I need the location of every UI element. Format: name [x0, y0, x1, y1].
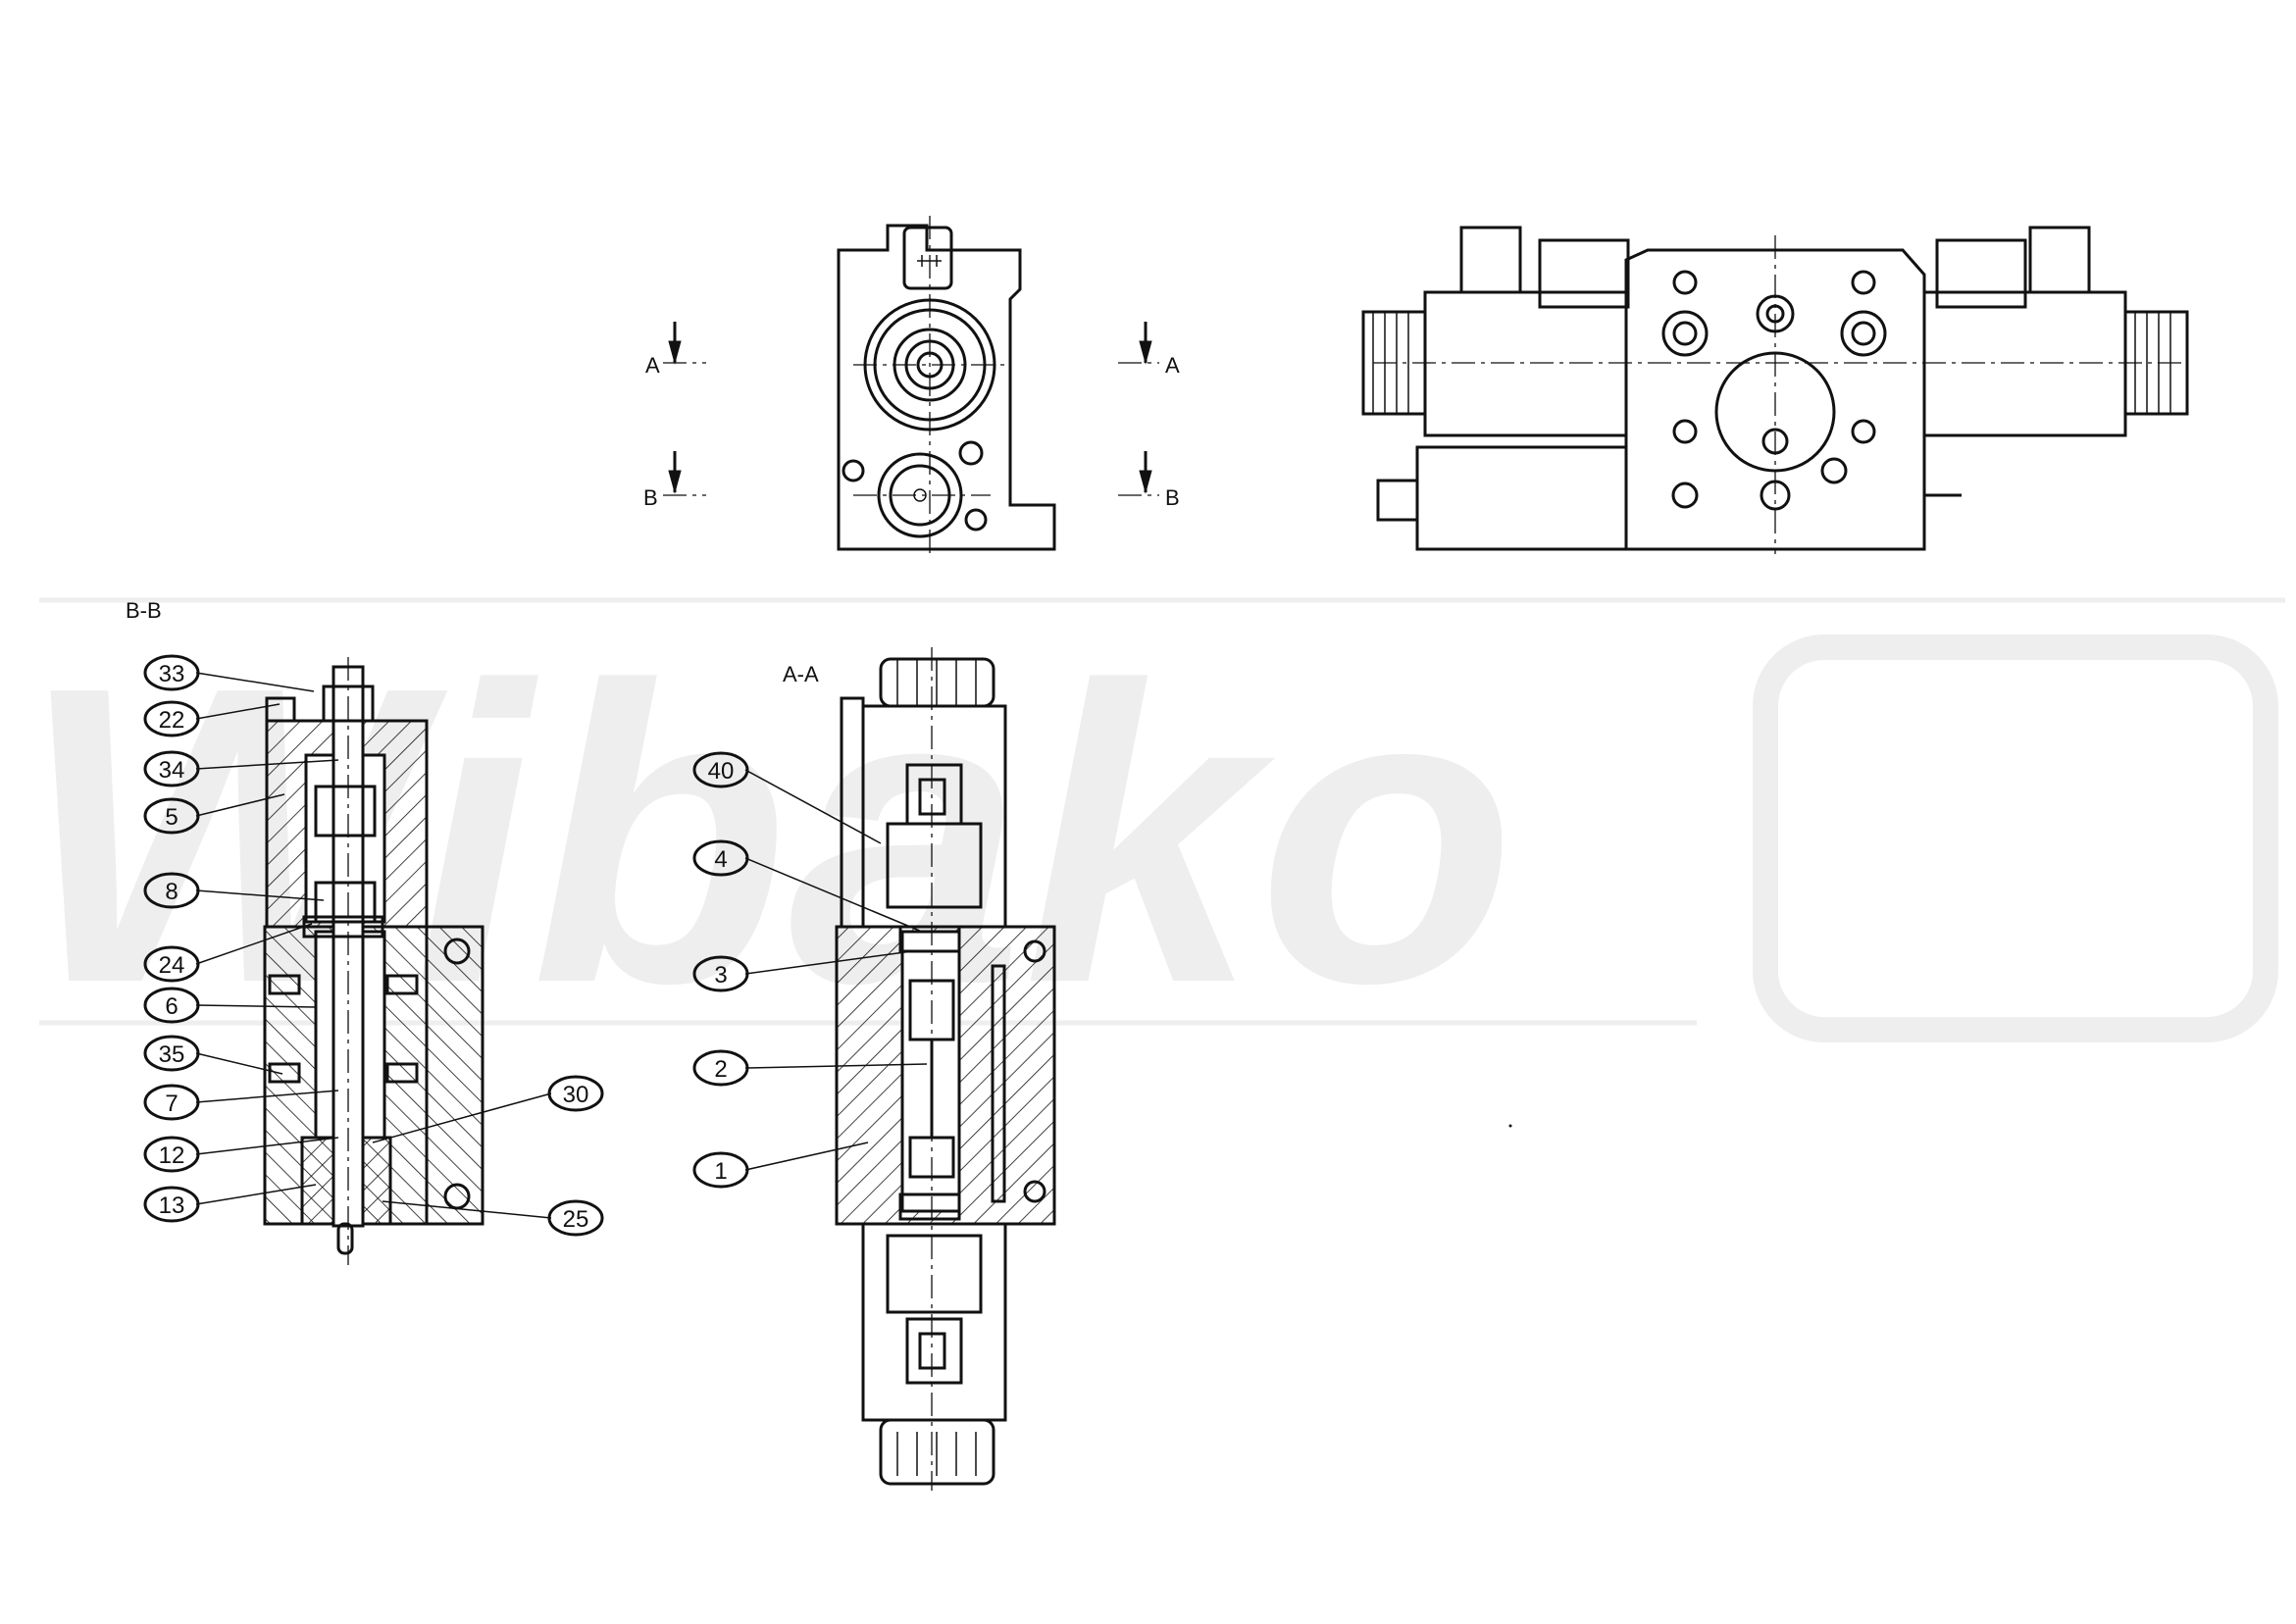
balloon-1: 1 — [692, 1142, 869, 1189]
balloon-13: 13 — [143, 1184, 317, 1223]
balloon-33: 33 — [143, 654, 315, 692]
balloon-label: 2 — [714, 1056, 727, 1083]
front-view — [837, 216, 1056, 559]
balloon-label: 24 — [159, 952, 185, 979]
balloon-label: 34 — [159, 757, 185, 784]
section-aa: A-A — [783, 647, 1056, 1491]
side-view — [1361, 226, 2189, 554]
balloon-label: 13 — [159, 1193, 185, 1219]
balloon-40: 40 — [692, 751, 882, 844]
balloons-aa: 40 4 3 2 1 — [692, 751, 928, 1189]
balloon-3: 3 — [692, 950, 913, 992]
balloon-34: 34 — [143, 750, 339, 787]
balloon-35: 35 — [143, 1035, 283, 1075]
balloon-label: 3 — [714, 962, 727, 989]
balloon-22: 22 — [143, 700, 281, 737]
section-aa-title: A-A — [783, 662, 819, 686]
balloon-label: 4 — [714, 846, 727, 873]
balloon-12: 12 — [143, 1136, 339, 1173]
balloon-30: 30 — [372, 1075, 604, 1143]
cut-label-a-right: A — [1165, 353, 1180, 378]
section-bb: B-B — [126, 598, 485, 1265]
balloon-label: 5 — [165, 804, 178, 831]
cut-markers: A B A B — [643, 322, 1180, 510]
cut-label-a-left: A — [645, 353, 660, 378]
balloon-label: 35 — [159, 1041, 185, 1068]
balloon-label: 30 — [563, 1082, 589, 1108]
cut-label-b-left: B — [643, 485, 658, 510]
balloon-6: 6 — [143, 987, 317, 1024]
watermark-text: Wibako — [20, 600, 1515, 1071]
balloon-2: 2 — [692, 1049, 928, 1087]
balloon-7: 7 — [143, 1084, 339, 1121]
balloon-label: 25 — [563, 1206, 589, 1233]
balloons-bb: 33 22 34 5 8 24 6 — [143, 654, 604, 1237]
section-bb-title: B-B — [126, 598, 162, 623]
balloon-4: 4 — [692, 839, 923, 933]
balloon-label: 1 — [714, 1158, 727, 1185]
balloon-label: 22 — [159, 707, 185, 734]
balloon-8: 8 — [143, 872, 325, 909]
stray-dot — [1508, 1124, 1512, 1128]
balloon-label: 8 — [165, 879, 178, 905]
balloon-label: 12 — [159, 1142, 185, 1169]
balloon-label: 40 — [708, 758, 735, 785]
balloon-label: 6 — [165, 993, 178, 1020]
cut-label-b-right: B — [1165, 485, 1180, 510]
balloon-label: 33 — [159, 661, 185, 687]
balloon-24: 24 — [143, 923, 313, 983]
balloon-5: 5 — [143, 793, 285, 835]
balloon-25: 25 — [382, 1199, 604, 1237]
balloon-label: 7 — [165, 1091, 178, 1117]
